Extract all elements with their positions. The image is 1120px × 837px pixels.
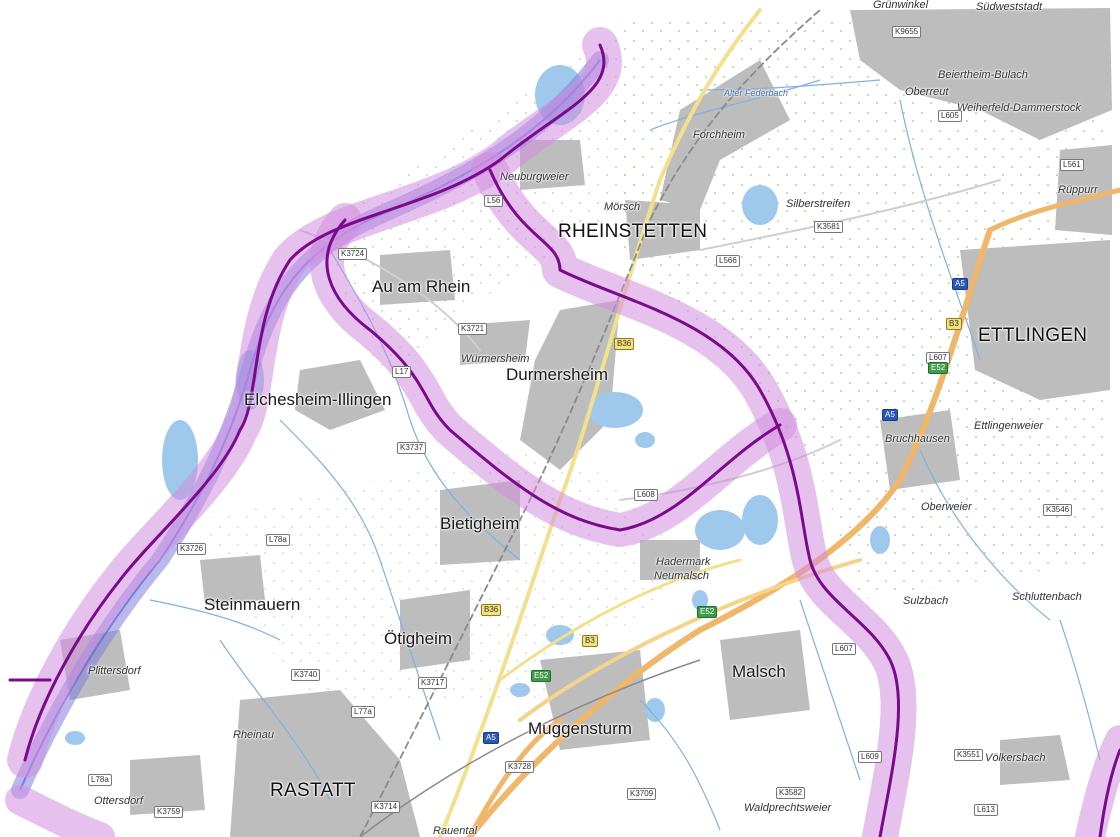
settlement-layer — [60, 8, 1112, 837]
place-neuburgweier: Neuburgweier — [500, 171, 569, 183]
place-rheinstetten: RHEINSTETTEN — [558, 221, 708, 242]
road-shield-k3581: K3581 — [814, 221, 844, 233]
place-wuermersheim: Würmersheim — [461, 353, 530, 365]
road-shield-k3582: K3582 — [776, 787, 806, 799]
road-shield-a5-north: A5 — [952, 278, 968, 290]
road-shield-l77a: L77a — [351, 706, 375, 718]
place-sulzbach: Sulzbach — [903, 595, 949, 607]
place-oetigheim: Ötigheim — [384, 629, 453, 648]
road-shield-l78a-west: L78a — [88, 774, 112, 786]
road-shield-l608: L608 — [634, 489, 658, 501]
place-au-am-rhein: Au am Rhein — [372, 277, 471, 296]
place-rauental: Rauental — [433, 825, 478, 837]
place-waldprechtsweier: Waldprechtsweier — [744, 802, 832, 814]
corridor-lines — [8, 43, 1120, 837]
place-elchesheim-illingen: Elchesheim-Illingen — [244, 390, 392, 409]
road-shield-k3759: K3759 — [154, 806, 184, 818]
place-oberreut: Oberreut — [905, 86, 949, 98]
place-forchheim: Forchheim — [693, 129, 745, 141]
place-rueppurr: Rüppurr — [1058, 184, 1098, 196]
place-ottersdorf: Ottersdorf — [94, 795, 143, 807]
road-shield-e52-mid: E52 — [697, 606, 718, 618]
road-shield-k3714: K3714 — [371, 801, 401, 813]
road-shield-b3-south: B3 — [582, 635, 598, 647]
road-shield-k3740: K3740 — [291, 669, 321, 681]
road-shield-e52-south: E52 — [531, 670, 552, 682]
place-plittersdorf: Plittersdorf — [88, 665, 141, 677]
road-shield-k3728: K3728 — [505, 761, 535, 773]
place-rastatt: RASTATT — [270, 780, 356, 801]
stream-alter-federbach: Alter Federbach — [724, 88, 789, 98]
road-shield-k3717: K3717 — [418, 677, 448, 689]
place-oberweier: Oberweier — [921, 501, 972, 513]
place-rheinau: Rheinau — [233, 729, 274, 741]
place-schluttenbach: Schluttenbach — [1012, 591, 1082, 603]
road-shield-k3726: K3726 — [177, 543, 207, 555]
place-bruchhausen: Bruchhausen — [885, 433, 950, 445]
place-durmersheim: Durmersheim — [506, 365, 609, 384]
place-ettlingen: ETTLINGEN — [978, 325, 1088, 346]
road-shield-e52-north: E52 — [928, 362, 949, 374]
road-shield-k3551: K3551 — [954, 749, 984, 761]
road-shield-l566: L566 — [716, 255, 740, 267]
place-moersch: Mörsch — [604, 201, 641, 213]
road-shield-b3-north: B3 — [946, 318, 962, 330]
road-shield-l17: L17 — [392, 366, 412, 378]
road-shield-k9655: K9655 — [892, 26, 922, 38]
place-bietigheim: Bietigheim — [440, 514, 520, 533]
place-steinmauern: Steinmauern — [204, 595, 301, 614]
road-shield-l609: L609 — [858, 751, 882, 763]
place-silberstreifen: Silberstreifen — [786, 198, 851, 210]
place-ettlingenweier: Ettlingenweier — [974, 420, 1044, 432]
road-shield-l607-south: L607 — [832, 643, 856, 655]
road-shield-l56: L56 — [484, 195, 504, 207]
place-beiertheim-bulach: Beiertheim-Bulach — [938, 69, 1028, 81]
road-shield-k3709: K3709 — [627, 788, 657, 800]
place-gruenwinkel: Grünwinkel — [873, 0, 929, 11]
road-shield-k3724: K3724 — [338, 248, 368, 260]
place-malsch: Malsch — [732, 662, 786, 681]
road-shield-b36-north: B36 — [614, 338, 635, 350]
road-shield-l605: L605 — [938, 110, 962, 122]
road-shield-k3546: K3546 — [1043, 504, 1073, 516]
road-shield-l613: L613 — [974, 804, 998, 816]
road-shield-a5-south: A5 — [483, 732, 499, 744]
place-muggensturm: Muggensturm — [528, 719, 632, 738]
place-suedweststadt: Südweststadt — [976, 1, 1043, 13]
road-shield-b36-south: B36 — [481, 604, 502, 616]
road-shield-l78a: L78a — [266, 534, 290, 546]
road-shield-k3721: K3721 — [458, 323, 488, 335]
road-shield-a5-mid: A5 — [882, 409, 898, 421]
place-weiherfeld-dammerstock: Weiherfeld-Dammerstock — [957, 102, 1081, 114]
place-neumalsch: Neumalsch — [654, 570, 710, 582]
place-hadermark: Hadermark — [656, 556, 711, 568]
place-voelkersbach: Völkersbach — [985, 752, 1046, 764]
road-shield-l561: L561 — [1060, 159, 1084, 171]
road-shield-k3737: K3737 — [397, 442, 427, 454]
